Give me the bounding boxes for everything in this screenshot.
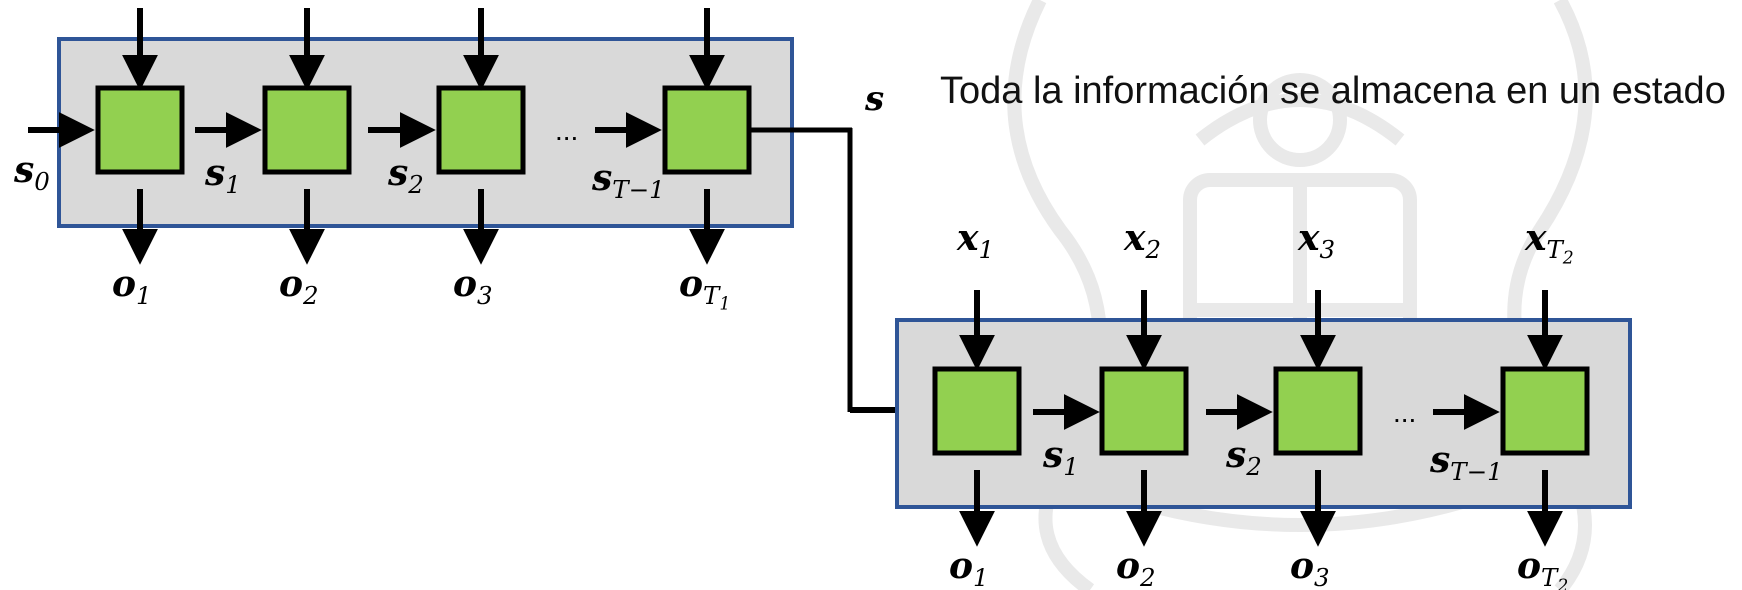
decoder-cell: [1273, 366, 1363, 456]
caption-text: Toda la información se almacena en un es…: [940, 70, 1726, 112]
decoder-input-label: x1: [956, 217, 994, 264]
decoder-output-label: o1: [949, 545, 989, 590]
encoder-state-label: s1: [204, 152, 241, 199]
decoder-cell: [932, 366, 1022, 456]
decoder-cell: [1099, 366, 1189, 456]
context-state-label: s: [864, 79, 884, 119]
decoder-output-label: o2: [1116, 545, 1156, 590]
encoder-state-label: s2: [387, 152, 424, 199]
decoder-input-label: x3: [1297, 217, 1335, 264]
decoder-output-label: o3: [1290, 545, 1330, 590]
decoder-input-label: x2: [1123, 217, 1161, 264]
decoder-input-label: xT2: [1524, 217, 1574, 269]
decoder-state-label: s2: [1225, 434, 1262, 481]
decoder-ellipsis: ...: [1393, 397, 1416, 428]
encoder-output-label: o1: [112, 263, 152, 310]
encoder-output-label: oT1: [679, 263, 730, 315]
decoder-state-label: s1: [1042, 434, 1079, 481]
decoder-cell: [1500, 366, 1590, 456]
decoder-state-label: sT−1: [1429, 439, 1503, 486]
encoder-output-label: o2: [279, 263, 319, 310]
encoder-ellipsis: ...: [555, 115, 578, 146]
encoder-cell: [436, 85, 526, 175]
encoder-initial-state-label: s0: [13, 149, 50, 196]
encoder-output-label: o3: [453, 263, 493, 310]
encoder-cell: [262, 85, 352, 175]
decoder-output-label: oT2: [1517, 545, 1568, 590]
encoder-cell: [662, 85, 752, 175]
encoder-cell: [95, 85, 185, 175]
encoder-state-label: sT−1: [591, 157, 665, 204]
